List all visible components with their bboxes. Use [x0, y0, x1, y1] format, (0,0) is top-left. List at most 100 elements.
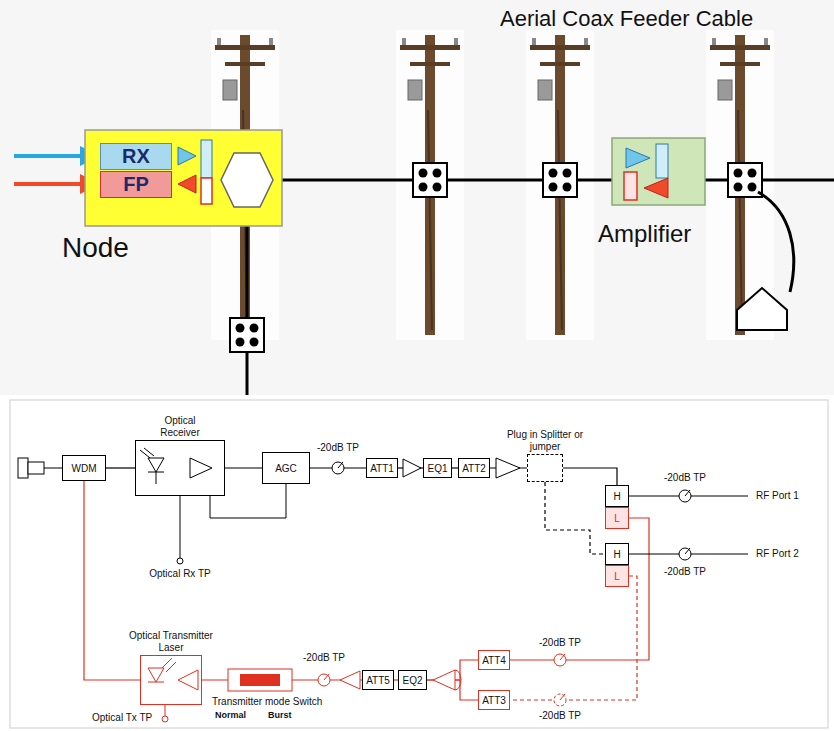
test-point-lead	[177, 496, 183, 564]
line-amplifier	[612, 138, 705, 205]
signal-wire	[225, 467, 262, 468]
caption-text: Node	[62, 232, 129, 264]
part-label: RX	[122, 145, 150, 168]
amplifier-symbol	[455, 670, 461, 690]
signal-label: -20dB TP	[539, 637, 581, 649]
node-housing	[178, 175, 196, 193]
signal-label: -20dB TP	[317, 442, 359, 454]
test-point-lead	[165, 705, 166, 716]
mode-switch	[228, 669, 292, 691]
wdm-box: WDM	[62, 455, 106, 481]
test-point	[318, 654, 566, 706]
part-heading: Optical Receiver	[144, 415, 216, 438]
attenuator-box: ATT5	[362, 670, 394, 690]
tap-box	[230, 318, 264, 352]
attenuator-box: ATT4	[478, 650, 510, 670]
splitter-box: Plug in Splitter or jumper	[527, 454, 563, 482]
drop-cable-house	[758, 192, 794, 292]
test-point-lead	[162, 716, 168, 722]
part-label: H	[613, 549, 620, 560]
photodiode-symbol	[144, 448, 154, 456]
agc-feedback-wire	[210, 484, 286, 518]
laser-symbol	[178, 670, 198, 690]
fiber-connector	[28, 462, 44, 474]
amplifier-symbol	[403, 459, 421, 477]
signal-label: -20dB TP	[539, 710, 581, 722]
line-amplifier	[612, 138, 705, 205]
laser-symbol	[148, 658, 198, 690]
top-ground	[0, 0, 834, 395]
amplifier-symbol	[340, 670, 461, 690]
mode-switch	[228, 669, 292, 691]
signal-label: Burst	[268, 710, 292, 720]
amplifier-symbol	[433, 670, 455, 690]
test-point-lead	[180, 496, 181, 558]
equalizer-box: EQ1	[423, 458, 452, 478]
schematic-panel	[10, 400, 828, 728]
rf-port-line	[629, 496, 748, 554]
signal-wire	[545, 482, 605, 554]
tap-box	[543, 163, 577, 197]
node-housing	[85, 130, 282, 226]
top-ground	[0, 0, 834, 395]
part-label: FP	[123, 173, 149, 196]
node-housing	[201, 178, 212, 204]
coax-cable	[247, 180, 834, 395]
photodiode-symbol	[190, 458, 212, 478]
amplifier-symbol	[496, 458, 520, 478]
fiber-connector	[18, 458, 28, 478]
part-label: ATT4	[482, 655, 506, 666]
signal-label: RF Port 2	[756, 548, 799, 560]
attenuator-box: ATT3	[478, 690, 510, 710]
attenuator-box: ATT2	[458, 458, 490, 478]
signal-label: Optical Tx TP	[92, 712, 152, 724]
signal-label: -20dB TP	[664, 566, 706, 578]
part-label: EQ1	[427, 463, 447, 474]
part-label: ATT5	[366, 675, 390, 686]
signal-wire	[563, 468, 617, 485]
signal-wire	[84, 481, 140, 680]
signal-label: -20dB TP	[664, 472, 706, 484]
diplex-high-box: H	[605, 485, 629, 507]
drop-cable-house	[737, 192, 794, 330]
fiber-connector	[18, 458, 62, 478]
mode-switch	[240, 674, 280, 686]
signal-label: Transmitter mode Switch	[212, 696, 322, 708]
equalizer-box: EQ2	[398, 670, 427, 690]
diplex-low-box: L	[605, 565, 629, 587]
test-point	[560, 694, 565, 700]
amplifier-symbol	[340, 671, 360, 689]
part-label: L	[614, 513, 620, 524]
caption-text: Aerial Coax Feeder Cable	[500, 6, 753, 31]
test-point	[324, 674, 329, 680]
part-label: H	[613, 491, 620, 502]
line-amplifier	[626, 148, 650, 168]
diplex-low-box: L	[605, 507, 629, 529]
utility-pole	[396, 30, 464, 340]
test-point	[332, 462, 344, 474]
part-label: EQ2	[402, 675, 422, 686]
photodiode-symbol	[140, 448, 212, 484]
test-point	[338, 462, 343, 468]
utility-pole	[211, 30, 774, 340]
test-point	[554, 694, 566, 706]
node-housing	[85, 130, 282, 226]
receiver-label-box: RX	[100, 143, 172, 170]
coax-cable	[246, 208, 249, 395]
test-point	[685, 548, 690, 554]
schematic-panel	[10, 400, 828, 728]
test-point	[685, 490, 690, 496]
photodiode-symbol	[156, 472, 157, 484]
signal-wire	[106, 467, 135, 468]
signal-label: RF Port 1	[756, 490, 799, 502]
node-housing	[221, 153, 273, 207]
optical-receiver-box: Optical Receiver	[135, 440, 225, 496]
signal-label: -20dB TP	[303, 652, 345, 664]
node-housing	[201, 140, 212, 178]
optical-transmitter-box: Optical Transmitter Laser	[140, 655, 202, 705]
node-housing	[178, 147, 196, 165]
line-amplifier	[656, 144, 668, 178]
